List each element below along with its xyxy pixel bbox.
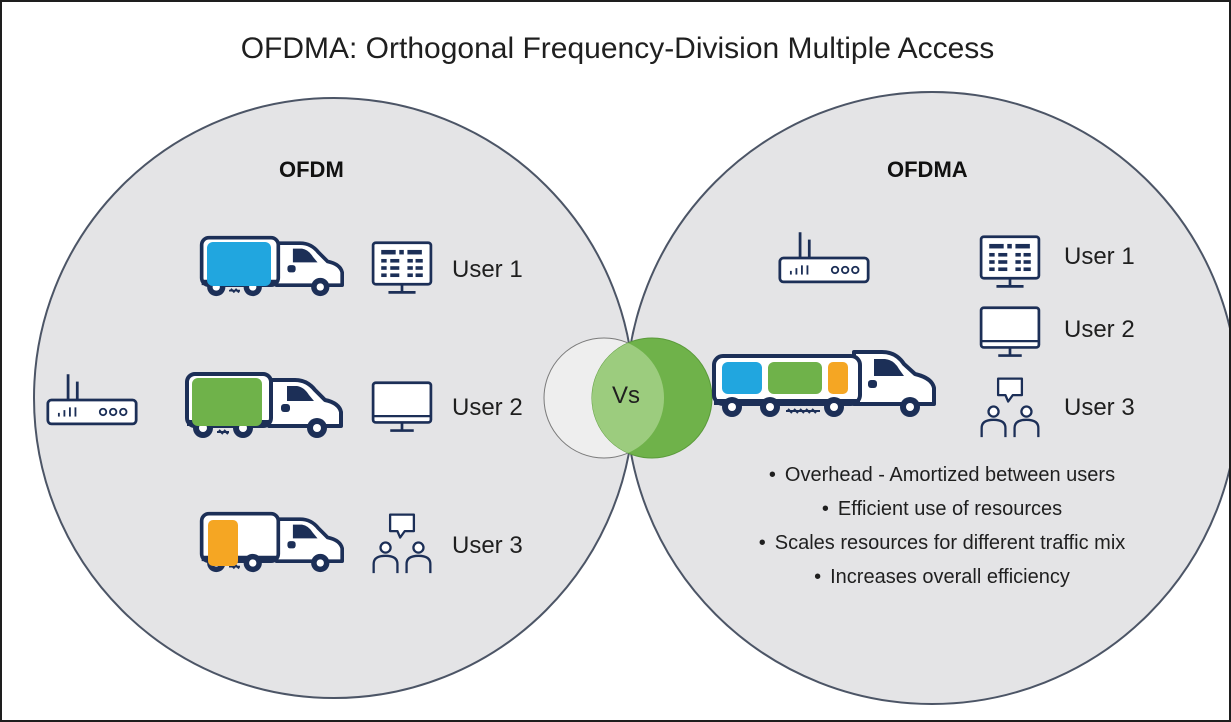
ofdm-user-3-label: User 3 (452, 532, 523, 559)
list-item: Overhead - Amortized between users (692, 458, 1192, 492)
ofdma-user-2-label: User 2 (1064, 316, 1135, 343)
list-item: Efficient use of resources (692, 492, 1192, 526)
ofdma-benefits-list: Overhead - Amortized between users Effic… (692, 458, 1192, 594)
dashboard-monitor-icon (371, 241, 433, 294)
list-item: Increases overall efficiency (692, 560, 1192, 594)
ofdm-user-1-label: User 1 (452, 256, 523, 283)
diagram-title: OFDMA: Orthogonal Frequency-Division Mul… (240, 32, 995, 65)
monitor-icon (979, 306, 1041, 357)
truck-icon (199, 511, 344, 574)
truck-icon (199, 235, 344, 298)
ofdma-heading: OFDMA (887, 157, 968, 182)
bus-icon (712, 350, 936, 417)
vs-label: Vs (611, 382, 640, 409)
vs-overlap (591, 343, 665, 453)
list-item: Scales resources for different traffic m… (692, 526, 1192, 560)
ofdma-user-1-label: User 1 (1064, 243, 1135, 270)
dashboard-monitor-icon (979, 235, 1041, 288)
ofdm-user-2-label: User 2 (452, 394, 523, 421)
monitor-icon (371, 381, 433, 432)
truck-icon (187, 374, 341, 438)
ofdma-user-3-label: User 3 (1064, 394, 1135, 421)
ofdm-heading: OFDM (279, 157, 344, 182)
